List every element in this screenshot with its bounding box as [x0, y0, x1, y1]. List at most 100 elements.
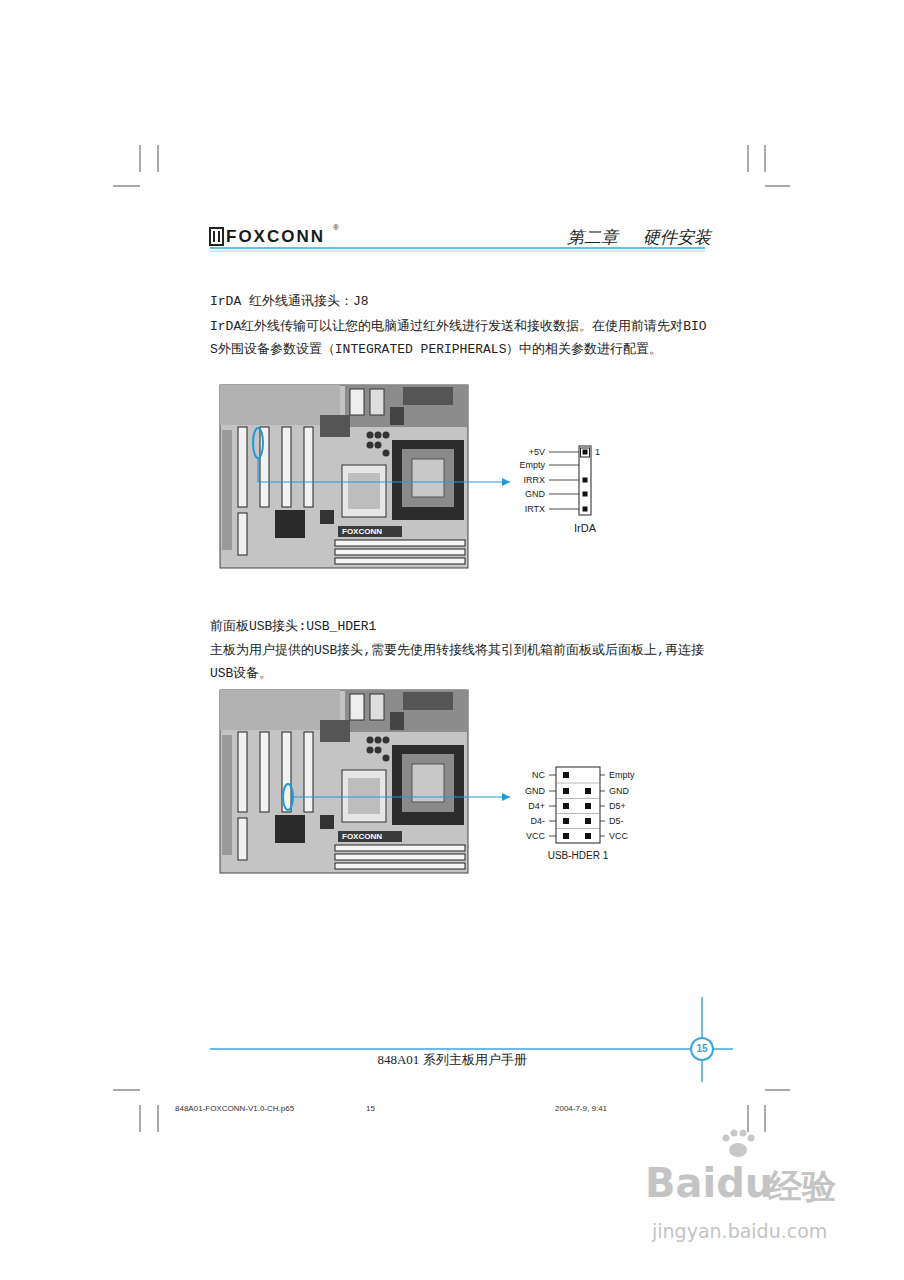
chapter-heading: 第二章 [567, 227, 618, 249]
print-slug: 848A01-FOXCONN-V1.0-CH.p65 [175, 1104, 294, 1114]
pin-header: IrDA [510, 440, 620, 540]
brand-logo: FOXCONN [226, 227, 325, 247]
pin1-mark [581, 448, 590, 457]
leader-lines [549, 452, 579, 509]
logo-icon [213, 231, 215, 242]
paw-toe [723, 1135, 730, 1142]
chapter-heading: 硬件安装 [643, 227, 711, 249]
motherboard-node: FOXCONN [220, 690, 468, 873]
pin-number: 1 [595, 446, 600, 458]
pin-label: Empty [519, 459, 545, 471]
header-rule [210, 247, 705, 249]
footer-title: 848A01 系列主板用户手册 [377, 1052, 526, 1068]
pointer-line [293, 796, 468, 797]
crop-mark [765, 186, 790, 187]
paw-toe [748, 1135, 755, 1142]
trademark: ® [333, 223, 339, 233]
watermark: 经验 [768, 1163, 836, 1209]
pin [583, 478, 588, 483]
pin-label: GND [525, 488, 545, 500]
header-caption: IrDA [574, 521, 596, 535]
pointer-arrow [468, 481, 510, 482]
leader-line [549, 806, 556, 807]
pin-label: GND [609, 785, 629, 797]
crop-mark [158, 1105, 159, 1132]
row-divider [556, 813, 600, 814]
row-divider [556, 783, 600, 784]
leader-line [600, 836, 605, 837]
pin [583, 507, 588, 512]
body-text: 主板为用户提供的USB接头,需要先使用转接线将其引到机箱前面板或后面板上,再连接… [210, 639, 710, 685]
board-print: FOXCONN [342, 526, 382, 537]
crop-mark [765, 1090, 790, 1091]
pin-label: IRTX [525, 503, 545, 515]
pin-label: GND [525, 785, 545, 797]
crop-mark [748, 1105, 749, 1132]
pointer-arrow [468, 796, 510, 797]
pin-label: VCC [526, 830, 545, 842]
pin-label: Empty [609, 769, 635, 781]
pin [563, 772, 569, 778]
crop-mark [140, 1105, 141, 1132]
pin-label: VCC [609, 830, 628, 842]
pointer-line [258, 481, 468, 482]
pin-label: D5- [609, 815, 624, 827]
header-rule [210, 251, 705, 252]
footer-rule [210, 1048, 733, 1050]
pin [563, 818, 569, 824]
pin [583, 492, 588, 497]
pointer-line [257, 458, 258, 482]
pin [563, 788, 569, 794]
page-number: 15 [696, 1042, 707, 1056]
row-divider [556, 798, 600, 799]
print-slug: 2004-7-9, 9:41 [555, 1104, 607, 1114]
leader-line [549, 791, 556, 792]
paw-toe [740, 1130, 747, 1137]
pin-header: USB-HDER 1 [510, 763, 640, 868]
logo-icon [210, 228, 223, 245]
header-caption: USB-HDER 1 [548, 849, 609, 862]
pin-label: D4- [530, 815, 545, 827]
motherboard-node: FOXCONN [220, 385, 468, 568]
crop-mark [765, 1105, 766, 1132]
logo-icon [218, 231, 220, 242]
highlight-oval [253, 428, 263, 458]
leader-line [600, 806, 605, 807]
leader-line [600, 791, 605, 792]
leader-line [549, 836, 556, 837]
pin [585, 818, 591, 824]
pin-label: D4+ [528, 800, 545, 812]
leader-line [549, 465, 579, 466]
pin [563, 803, 569, 809]
leader-line [549, 452, 579, 453]
crop-mark [765, 145, 766, 172]
leader-line [549, 509, 579, 510]
pin-label: D5+ [609, 800, 626, 812]
page-number-circle [691, 1038, 713, 1060]
leader-line [600, 775, 605, 776]
pin-header-outline [556, 767, 600, 843]
paw-pad [729, 1143, 747, 1157]
leader-line [549, 494, 579, 495]
motherboard-photo [220, 690, 468, 873]
crop-mark [140, 145, 141, 172]
leader-line [600, 821, 605, 822]
motherboard-photo [220, 385, 468, 568]
watermark: Baidu [645, 1160, 773, 1206]
pin-label: NC [532, 769, 545, 781]
pin [583, 450, 588, 455]
print-slug: 15 [366, 1104, 375, 1114]
pin [563, 833, 569, 839]
crop-mark [158, 145, 159, 172]
crop-mark [113, 186, 140, 187]
section-heading: 前面板USB接头:USB_HDER1 [210, 618, 376, 636]
watermark-paw [723, 1130, 755, 1158]
board-print: FOXCONN [342, 831, 382, 842]
row-divider [556, 828, 600, 829]
leader-line [549, 480, 579, 481]
pin-label: IRRX [523, 474, 545, 486]
body-text: IrDA红外线传输可以让您的电脑通过红外线进行发送和接收数据。在使用前请先对BI… [210, 315, 710, 361]
